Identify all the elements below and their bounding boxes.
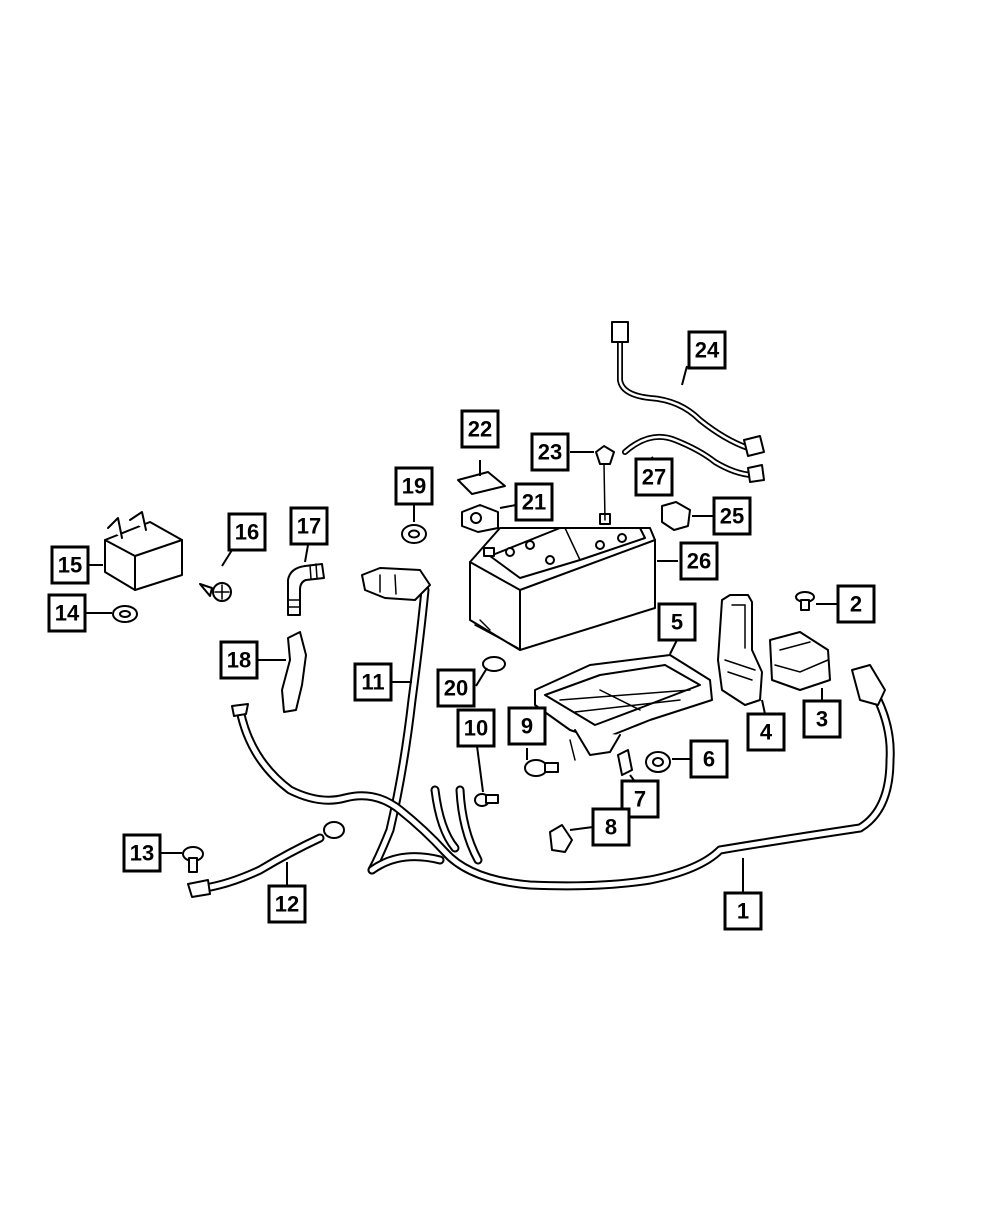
svg-text:27: 27 [642, 465, 666, 490]
svg-text:10: 10 [464, 716, 488, 741]
svg-text:12: 12 [275, 892, 299, 917]
bolt-part-13 [182, 846, 204, 873]
callout-3: 3 [802, 699, 842, 739]
cable-part-1 [231, 664, 895, 891]
callout-2: 2 [836, 584, 876, 624]
clip-part-7 [617, 749, 633, 776]
callout-13: 13 [122, 833, 162, 873]
cover-part-3 [769, 631, 831, 691]
battery-tray [534, 654, 713, 761]
nut-part-19 [401, 524, 427, 544]
battery [469, 513, 656, 651]
svg-text:15: 15 [58, 553, 82, 578]
callout-16: 16 [227, 512, 267, 552]
svg-text:24: 24 [695, 338, 720, 363]
callout-19: 19 [394, 466, 434, 506]
svg-text:9: 9 [521, 714, 533, 739]
svg-text:7: 7 [634, 787, 646, 812]
svg-text:1: 1 [737, 899, 749, 924]
svg-text:2: 2 [850, 592, 862, 617]
svg-text:22: 22 [468, 417, 492, 442]
svg-text:6: 6 [703, 747, 715, 772]
svg-text:25: 25 [720, 504, 744, 529]
svg-text:23: 23 [538, 440, 562, 465]
cable-part-24 [611, 321, 765, 457]
cable-part-27 [622, 434, 765, 483]
callout-15: 15 [50, 545, 90, 585]
callout-1: 1 [723, 891, 763, 931]
terminal-part-21 [461, 504, 499, 533]
svg-text:19: 19 [402, 474, 426, 499]
callout-26: 26 [679, 541, 719, 581]
callout-23: 23 [530, 432, 570, 472]
callout-10: 10 [456, 708, 496, 748]
connector-part-23 [595, 445, 615, 521]
svg-text:3: 3 [816, 707, 828, 732]
grommet-part-14 [112, 605, 138, 623]
plate-part-22 [457, 471, 506, 495]
callout-4: 4 [746, 712, 786, 752]
callout-18: 18 [219, 640, 259, 680]
svg-text:17: 17 [297, 514, 321, 539]
cap-part-25 [661, 501, 691, 531]
callout-6: 6 [689, 739, 729, 779]
callout-7: 7 [620, 779, 660, 819]
bracket-part-4 [717, 594, 763, 706]
elbow-hose-part-17 [287, 563, 325, 616]
callout-25: 25 [712, 496, 752, 536]
svg-text:14: 14 [55, 601, 80, 626]
svg-text:13: 13 [130, 841, 154, 866]
bolt-part-2 [795, 591, 815, 611]
callout-12: 12 [267, 884, 307, 924]
svg-text:11: 11 [361, 670, 384, 695]
screw-part-16 [199, 582, 232, 602]
callout-8: 8 [591, 807, 631, 847]
callout-22: 22 [460, 409, 500, 449]
svg-text:8: 8 [605, 815, 617, 840]
callout-17: 17 [289, 506, 329, 546]
module-part-15 [104, 511, 183, 591]
grommet-part-20 [482, 656, 506, 672]
callout-11: 11 [353, 662, 393, 702]
cable-part-12 [187, 821, 345, 898]
svg-text:20: 20 [444, 676, 468, 701]
callout-24: 24 [687, 330, 727, 370]
svg-text:26: 26 [687, 549, 711, 574]
svg-text:5: 5 [671, 610, 683, 635]
nut-part-6 [645, 751, 671, 773]
bolt-part-9 [524, 759, 559, 777]
svg-text:18: 18 [227, 648, 251, 673]
callout-21: 21 [514, 482, 554, 522]
callout-14: 14 [47, 593, 87, 633]
cable-part-11 [361, 567, 431, 875]
svg-text:21: 21 [522, 490, 546, 515]
hose-part-18 [281, 631, 307, 713]
svg-text:16: 16 [235, 520, 259, 545]
bolt-part-10 [474, 793, 499, 807]
callout-5: 5 [657, 602, 697, 642]
svg-text:4: 4 [760, 720, 773, 745]
callout-9: 9 [507, 706, 547, 746]
callout-20: 20 [436, 668, 476, 708]
callout-27: 27 [634, 457, 674, 497]
clip-part-8 [549, 824, 573, 853]
